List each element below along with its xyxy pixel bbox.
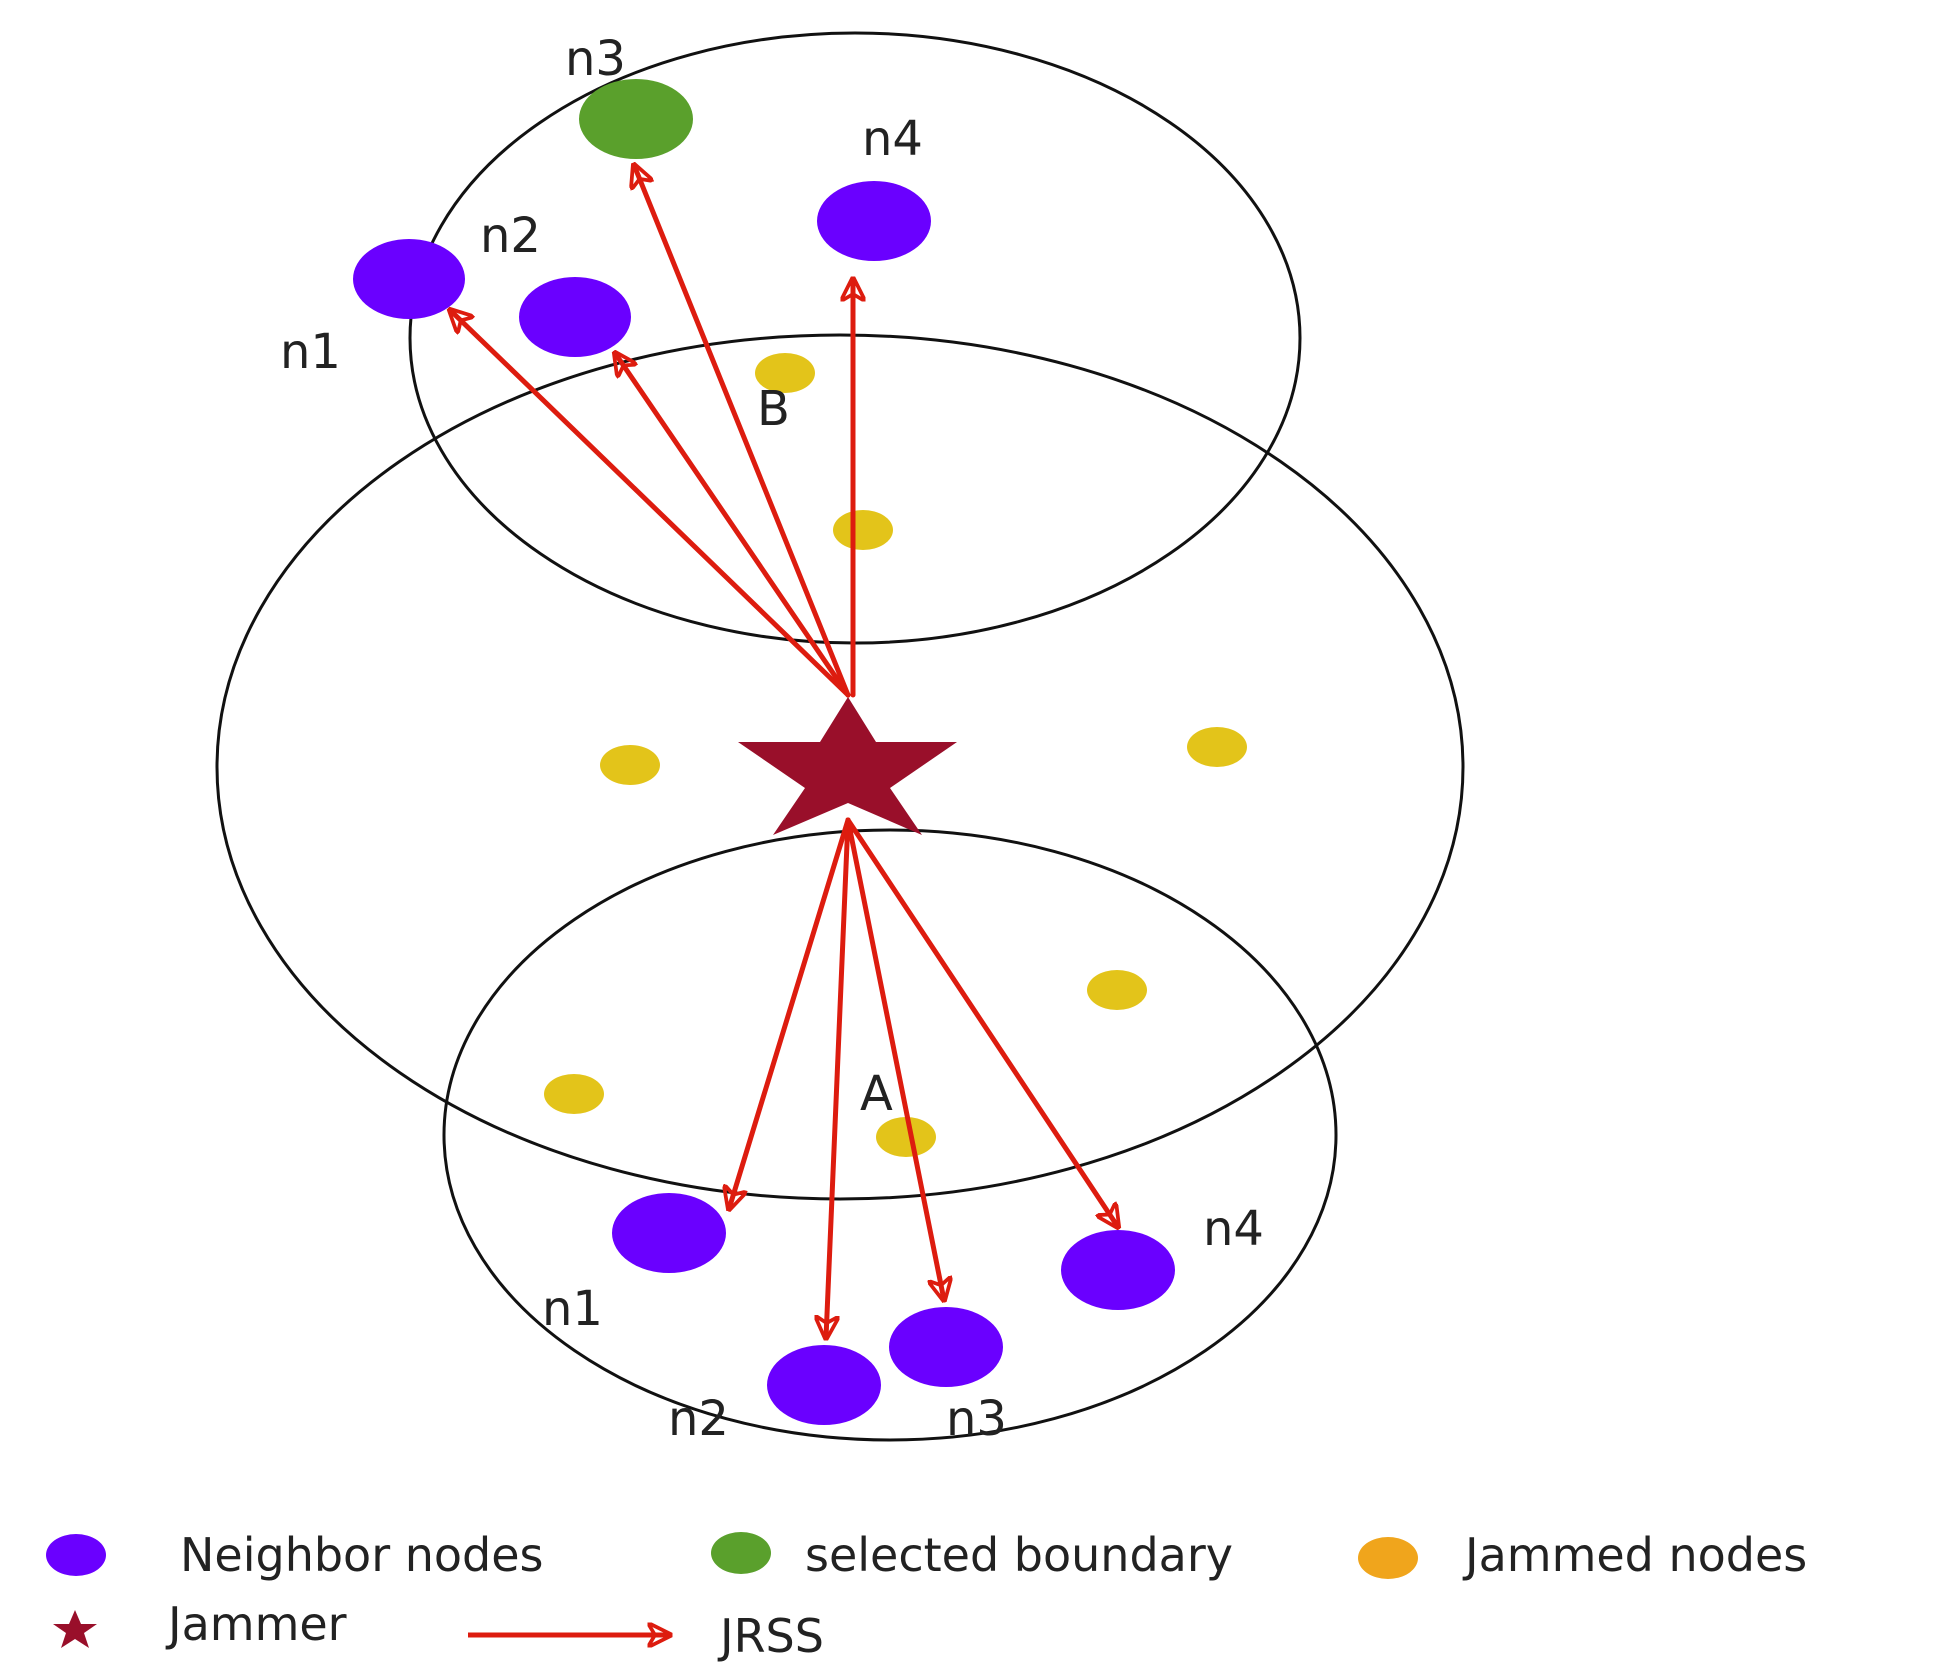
jammed-node — [1187, 727, 1247, 767]
jammed-node — [755, 353, 815, 393]
bottom-node-n3 — [889, 1307, 1003, 1387]
bottom-label-n1: n1 — [542, 1281, 603, 1337]
legend-jammer-label: Jammer — [165, 1597, 347, 1651]
legend-jammed-swatch — [1358, 1537, 1418, 1579]
jammed-node — [833, 510, 893, 550]
legend-jammed-label: Jammed nodes — [1462, 1528, 1807, 1582]
jammed-node — [544, 1074, 604, 1114]
jrss-arrow-bottom-n1 — [729, 817, 851, 1209]
legend-neighbor-swatch — [46, 1534, 106, 1576]
bottom-label-n3: n3 — [946, 1391, 1007, 1447]
jrss-arrow-top-n3 — [634, 165, 851, 698]
legend-neighbor-label: Neighbor nodes — [180, 1528, 544, 1582]
jammer-star — [738, 697, 957, 835]
jrss-arrow-top-n2 — [615, 353, 851, 698]
bottom-label-n2: n2 — [668, 1391, 729, 1447]
legend-selected-label: selected boundary — [805, 1528, 1233, 1582]
jrss-arrow-top-n1 — [450, 310, 851, 698]
top-label-n4: n4 — [862, 111, 923, 167]
region-b-label: B — [757, 381, 790, 437]
jrss-arrow-bottom-n3 — [845, 817, 944, 1300]
top-node-n3-selected — [579, 79, 693, 159]
jrss-arrows — [450, 165, 1118, 1338]
top-label-n1: n1 — [280, 324, 341, 380]
top-region-labels: n1 n2 n3 n4 B — [280, 31, 923, 437]
top-node-n1 — [353, 239, 465, 319]
jammed-node — [600, 745, 660, 785]
legend-jrss-label: JRSS — [717, 1609, 824, 1663]
network-nodes — [353, 79, 1175, 1425]
jammed-nodes — [544, 353, 1247, 1157]
region-a-label: A — [860, 1066, 893, 1122]
top-node-n4 — [817, 181, 931, 261]
jrss-arrow-bottom-n4 — [845, 817, 1118, 1227]
jammer-range-circle — [215, 333, 1465, 1201]
bottom-region-labels: n1 n2 n3 n4 A — [542, 1066, 1264, 1447]
legend: Neighbor nodes selected boundary Jammed … — [46, 1528, 1807, 1663]
jammed-node — [876, 1117, 936, 1157]
legend-selected-swatch — [711, 1532, 771, 1574]
jammed-node — [1087, 970, 1147, 1010]
top-label-n3: n3 — [565, 31, 626, 87]
region-a-circle — [442, 828, 1338, 1442]
top-label-n2: n2 — [480, 208, 541, 264]
bottom-node-n1 — [612, 1193, 726, 1273]
bottom-node-n2 — [767, 1345, 881, 1425]
top-node-n2 — [519, 277, 631, 357]
jrss-arrow-bottom-n2 — [826, 817, 851, 1338]
bottom-node-n4 — [1061, 1230, 1175, 1310]
legend-jammer-icon — [53, 1610, 97, 1648]
bottom-label-n4: n4 — [1203, 1201, 1264, 1257]
